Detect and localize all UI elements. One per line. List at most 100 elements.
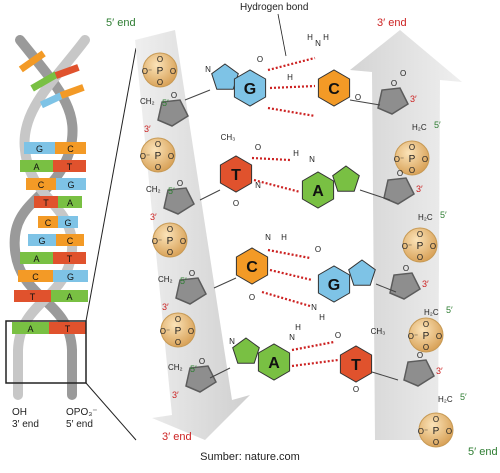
right-h2c-3: H₂C: [438, 395, 453, 404]
left-backbone: [135, 30, 250, 440]
right-phosphate-P-3: P: [433, 426, 440, 437]
pair4-T-ring: [339, 345, 373, 383]
right-h2c-0: H₂C: [412, 123, 427, 132]
left-3prime-1: 3′: [150, 212, 157, 222]
pair3-G-H: H: [319, 313, 325, 322]
right-phosphate-0: [394, 140, 430, 176]
left-phosphate-Ob-0: O: [157, 78, 163, 87]
left-ch2-2: CH₂: [158, 275, 173, 284]
right-phosphate-Ot-1: O: [417, 230, 423, 239]
left-3prime-0: 3′: [144, 124, 151, 134]
rung-left-6: [20, 252, 53, 264]
pair1-G-link: [184, 89, 211, 101]
pair4-A-N: N: [289, 333, 295, 342]
right-phosphate-3: [418, 412, 454, 448]
rung-right-letter-2: G: [67, 180, 74, 190]
rung-left-9: [12, 322, 49, 334]
left-5prime-3: 5′: [190, 364, 197, 374]
rung-left-0: [24, 142, 55, 154]
rung-right-5: [56, 234, 84, 246]
rung-left-letter-6: A: [33, 254, 39, 264]
pair2-T-link: [199, 189, 221, 201]
rung-right-4: [58, 216, 78, 228]
pair4-A-N2: N: [229, 337, 235, 346]
helix-top-strands: [18, 50, 85, 109]
right-phosphate-Ot-0: O: [409, 143, 415, 152]
pair1-hbond-3: [267, 106, 316, 118]
right-sugar-O-3: O: [417, 351, 423, 360]
pair1-C-O: O: [355, 93, 361, 102]
left-phosphate-P-0: P: [157, 66, 164, 77]
right-phosphate-Ob-1: O: [417, 253, 423, 262]
rung-right-0: [55, 142, 86, 154]
left-bottom-oh: OH: [12, 407, 27, 418]
right-sugar-0: [377, 87, 409, 115]
right-phosphate-Ob-3: O: [433, 438, 439, 447]
right-phosphate-Ominus-0: O⁻: [394, 155, 404, 164]
pair3-C-N: N: [265, 233, 271, 242]
left-phosphate-Or-2: O: [180, 237, 186, 246]
pair1-hbond-2: [269, 84, 316, 90]
pair2-T-O2: O: [233, 199, 239, 208]
left-bottom-3end: 3′ end: [12, 419, 39, 430]
right-phosphate-1: [402, 227, 438, 263]
left-phosphate-0: [142, 52, 178, 88]
pair1-G-N: N: [205, 65, 211, 74]
pair1-G-O: O: [257, 55, 263, 64]
pair4-A-ring5: [232, 337, 260, 364]
rung-left-letter-5: G: [38, 236, 45, 246]
left-ch2-1: CH₂: [146, 185, 161, 194]
pair1-H-mid: H: [287, 73, 293, 82]
left-phosphate-Ominus-3: O⁻: [160, 327, 170, 336]
left-backbone-arrow: [135, 30, 250, 440]
left-phosphate-P-3: P: [175, 326, 182, 337]
left-phosphate-Ominus-1: O⁻: [140, 152, 150, 161]
left-ch2-3: CH₂: [168, 363, 183, 372]
pair1-C-letter: C: [328, 81, 340, 98]
right-sugar-3: [403, 359, 435, 387]
pair3-G-link: [375, 283, 397, 293]
pair1-C-link: [349, 99, 381, 106]
right-h2c-1: H₂C: [418, 213, 433, 222]
pair2-A-letter: A: [312, 183, 324, 200]
left-phosphate-1: [140, 137, 176, 173]
right-h2c-2: H₂C: [424, 308, 439, 317]
left-phosphate-Ot-3: O: [175, 315, 181, 324]
pair3-hbond-3: [261, 290, 311, 308]
right-sugar-2: [389, 272, 421, 300]
pair3-C-H: H: [281, 233, 287, 242]
pair1-G-ring6: [233, 69, 267, 107]
right-3prime-1: 3′: [416, 184, 423, 194]
pair2-T-CH3: CH₃: [221, 133, 236, 142]
right-phosphate-2: [408, 317, 444, 353]
pair3-G-ring5: [348, 259, 376, 286]
right-phosphate-Or-2: O: [436, 332, 442, 341]
pair4-T-link: [371, 371, 399, 381]
rung-left-2: [26, 178, 56, 190]
rung-right-letter-3: A: [67, 198, 73, 208]
rung-left-1: [20, 160, 53, 172]
pair3-G-ring6: [317, 265, 351, 303]
pair4-hbond-2: [291, 358, 339, 368]
rung-right-8: [51, 290, 88, 302]
rung-right-letter-9: T: [65, 324, 71, 334]
left-phosphate-Or-1: O: [168, 152, 174, 161]
pair4-T-CH3: CH₃: [371, 327, 386, 336]
left-phosphate-Or-0: O: [170, 67, 176, 76]
left-phosphate-P-2: P: [167, 236, 174, 247]
left-sugar-O-0: O: [171, 91, 177, 100]
rung-right-1: [53, 160, 86, 172]
right-phosphate-Ominus-1: O⁻: [402, 242, 412, 251]
right-5end-label: 5′ end: [468, 446, 498, 458]
left-phosphate-P-1: P: [155, 151, 162, 162]
rung-right-3: [58, 196, 82, 208]
pair1-G-ring5: [211, 63, 239, 90]
left-sugar-3: [185, 365, 217, 393]
left-phosphate-Ot-1: O: [155, 140, 161, 149]
rung-left-letter-0: G: [36, 144, 43, 154]
left-phosphate-Ominus-2: O⁻: [152, 237, 162, 246]
left-phosphate-Ob-1: O: [155, 163, 161, 172]
pair1-G-letter: G: [244, 81, 256, 98]
